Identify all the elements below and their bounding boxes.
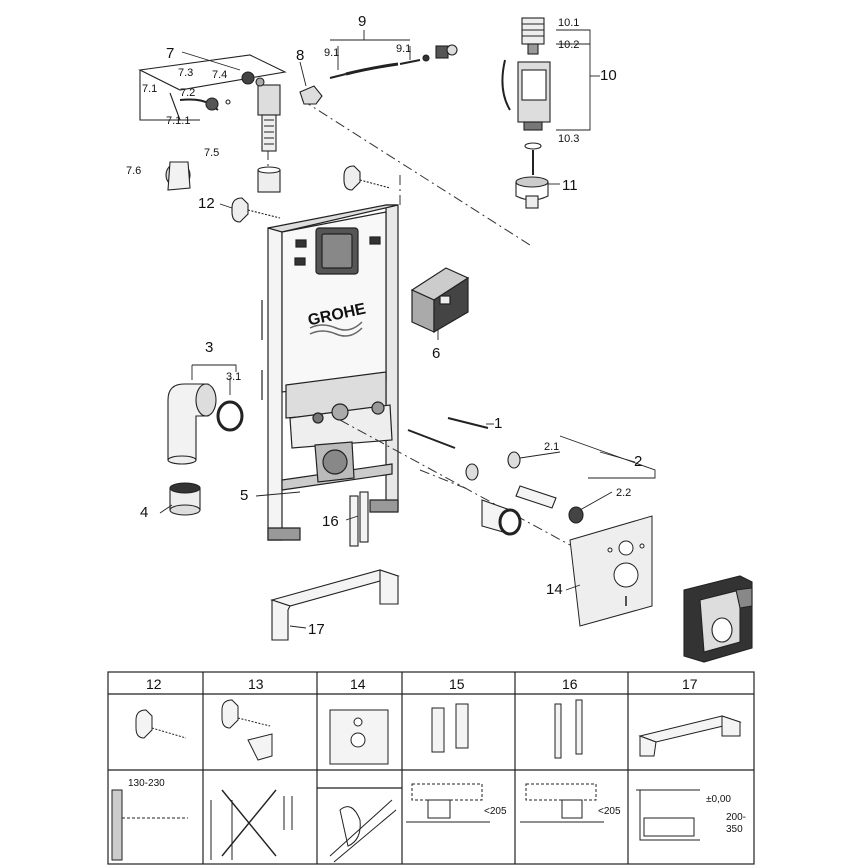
part-1-2-pipes bbox=[407, 417, 584, 536]
callout-labels: 1 2 2.1 2.2 3 3.1 4 5 6 7 7.1 7.1.1 7.2 … bbox=[126, 13, 642, 638]
part-12-bolts bbox=[231, 165, 391, 223]
label-3-1: 3.1 bbox=[226, 371, 241, 383]
label-7-3: 7.3 bbox=[178, 67, 193, 79]
header-17: 17 bbox=[682, 676, 698, 692]
label-7-2: 7.2 bbox=[180, 87, 195, 99]
dim-350: 350 bbox=[726, 824, 743, 835]
installation-frame bbox=[261, 204, 399, 541]
label-10-2: 10.2 bbox=[558, 39, 579, 51]
part-16-rails bbox=[349, 491, 369, 547]
label-12: 12 bbox=[198, 195, 215, 212]
table-headers: 12 13 14 15 16 17 bbox=[146, 676, 698, 692]
header-13: 13 bbox=[248, 676, 264, 692]
leader-lines bbox=[159, 29, 656, 629]
header-16: 16 bbox=[562, 676, 578, 692]
label-17: 17 bbox=[308, 621, 325, 638]
dim-205-a: <205 bbox=[484, 806, 507, 817]
label-16: 16 bbox=[322, 513, 339, 530]
label-1: 1 bbox=[494, 415, 502, 432]
part-8-9-pipe bbox=[299, 44, 458, 105]
label-2-2: 2.2 bbox=[616, 487, 631, 499]
label-9: 9 bbox=[358, 13, 366, 30]
label-10: 10 bbox=[600, 67, 617, 84]
label-7-1-1: 7.1.1 bbox=[166, 115, 190, 127]
part-17-frame bbox=[270, 569, 400, 641]
label-8: 8 bbox=[296, 47, 304, 64]
part-14-sheet bbox=[569, 515, 653, 627]
dim-130-230: 130-230 bbox=[128, 778, 165, 789]
header-15: 15 bbox=[449, 676, 465, 692]
label-7-5: 7.5 bbox=[204, 147, 219, 159]
label-7-6: 7.6 bbox=[126, 165, 141, 177]
dim-205-b: <205 bbox=[598, 806, 621, 817]
label-2: 2 bbox=[634, 453, 642, 470]
table-dimensions: 130-230 <205 <205 ±0,00 200- 350 bbox=[128, 778, 746, 835]
label-3: 3 bbox=[205, 339, 213, 356]
header-14: 14 bbox=[350, 676, 366, 692]
label-2-1: 2.1 bbox=[544, 441, 559, 453]
label-7-1: 7.1 bbox=[142, 83, 157, 95]
part-15-bracket bbox=[683, 575, 753, 663]
dim-000: ±0,00 bbox=[706, 794, 731, 805]
part-6-box bbox=[410, 267, 470, 334]
label-10-1: 10.1 bbox=[558, 17, 579, 29]
accessory-table bbox=[107, 671, 755, 865]
part-3-bend bbox=[167, 383, 244, 516]
label-5: 5 bbox=[240, 487, 248, 504]
table-sketches bbox=[111, 699, 742, 863]
header-12: 12 bbox=[146, 676, 162, 692]
label-14: 14 bbox=[546, 581, 563, 598]
dim-200: 200- bbox=[726, 812, 746, 823]
label-9-1a: 9.1 bbox=[324, 47, 339, 59]
label-7: 7 bbox=[166, 45, 174, 62]
label-11: 11 bbox=[562, 177, 578, 194]
label-4: 4 bbox=[140, 504, 148, 521]
part-10-flush-valve bbox=[501, 17, 551, 209]
part-7-valve bbox=[138, 54, 287, 193]
label-10-3: 10.3 bbox=[558, 133, 579, 145]
label-7-4: 7.4 bbox=[212, 69, 227, 81]
label-6: 6 bbox=[432, 345, 440, 362]
label-9-1b: 9.1 bbox=[396, 43, 411, 55]
